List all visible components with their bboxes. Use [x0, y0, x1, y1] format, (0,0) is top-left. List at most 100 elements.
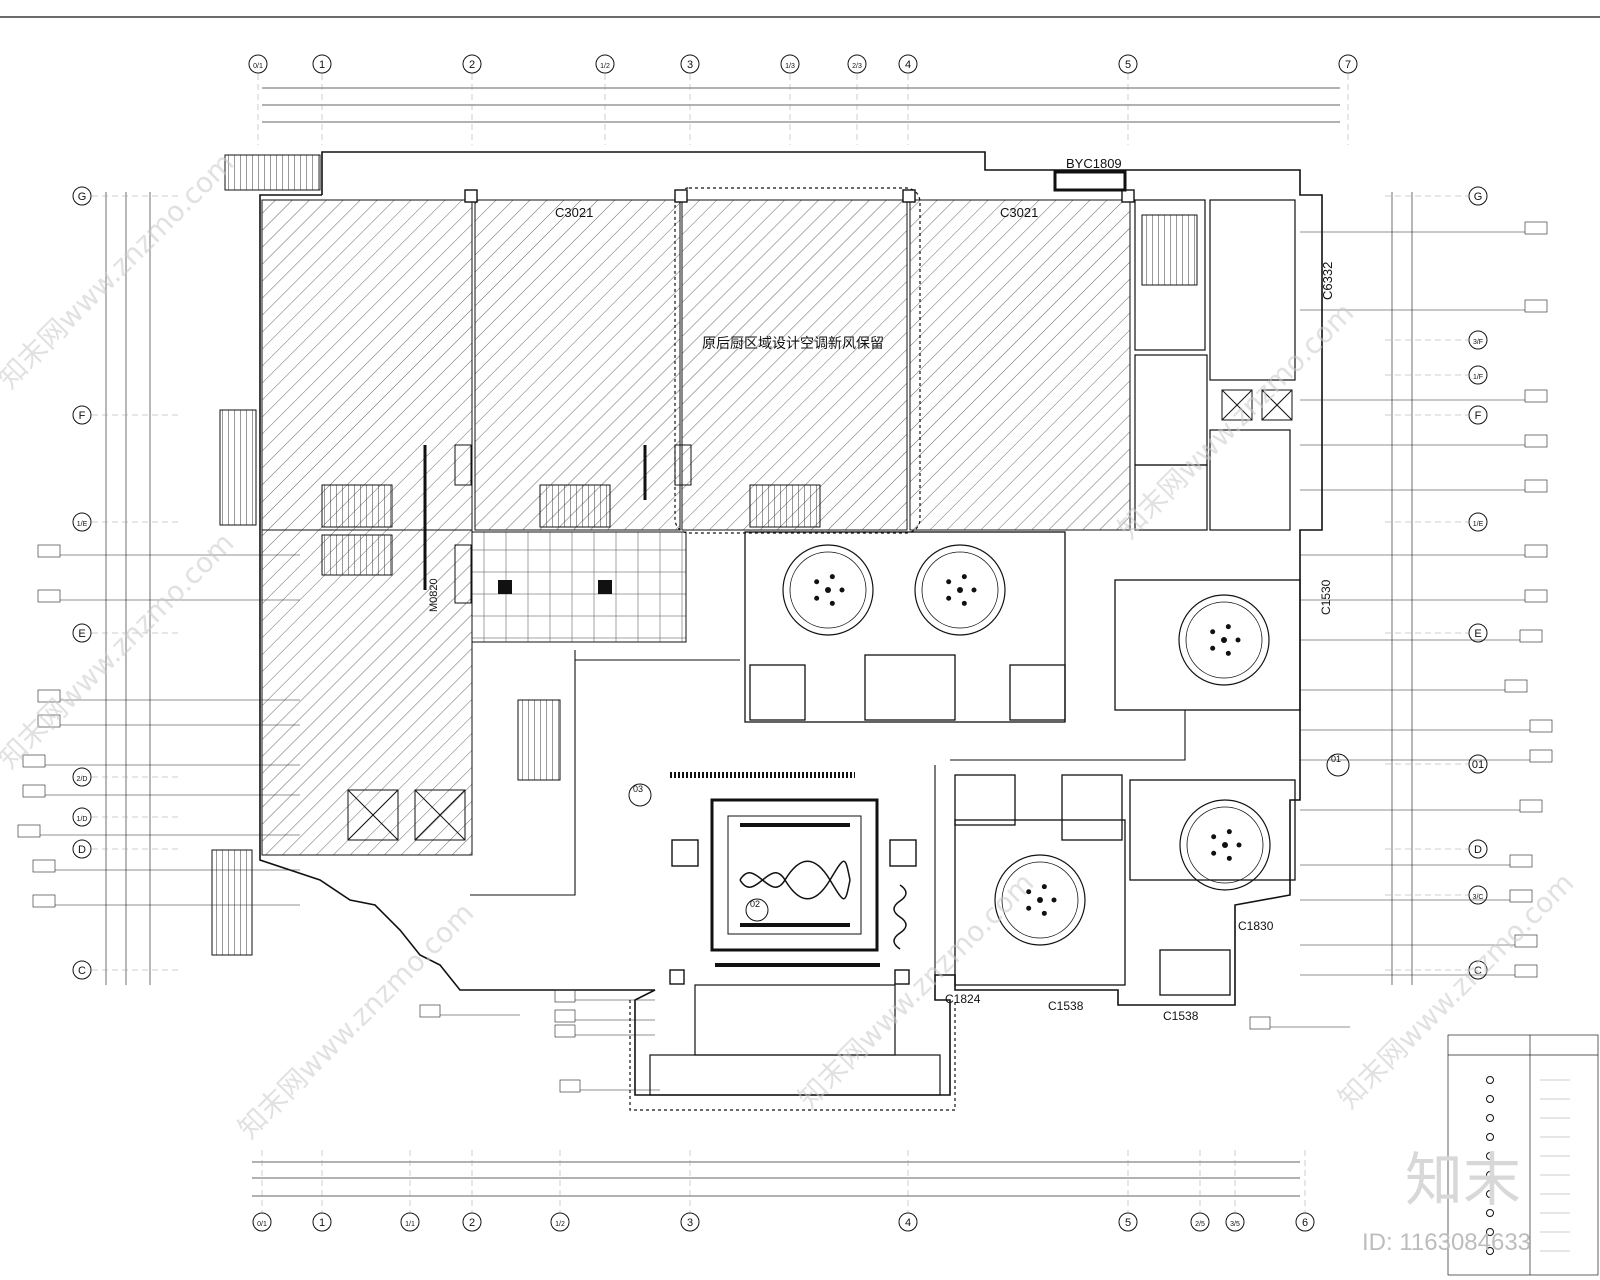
legend-symbol-9: [1486, 1247, 1494, 1255]
legend-symbol-4: [1486, 1152, 1494, 1160]
round-table-1: [914, 544, 1006, 636]
grid-bubble-left-1: F: [72, 405, 92, 425]
stair-kitchen: [749, 484, 821, 528]
spec-tag-mid-3: [419, 1004, 441, 1018]
grid-bubble-bottom-8-label: 2/5: [1195, 1221, 1205, 1228]
grid-bubble-top-1-label: 1: [319, 59, 325, 71]
section-callout-02: 02: [745, 898, 769, 922]
svg-text:03: 03: [633, 784, 643, 794]
hatched-zone-southwest: [261, 529, 473, 856]
grid-bubble-left-7-label: C: [78, 965, 86, 977]
corridors: [470, 650, 1186, 975]
grid-bubble-right-2-label: 1/F: [1473, 374, 1483, 381]
grid-bubble-top-8: 5: [1118, 54, 1138, 74]
grid-bubble-right-1: 3/F: [1468, 330, 1488, 350]
spec-tag-mid-1: [554, 1009, 576, 1023]
spec-tag-left-0: [37, 544, 61, 558]
central-feature: [670, 772, 907, 967]
grid-bubble-right-5: E: [1468, 623, 1488, 643]
grid-bubble-left-4: 2/D: [72, 767, 92, 787]
grid-bubble-right-9-label: C: [1474, 965, 1482, 977]
grid-bubble-bottom-2-label: 1/1: [405, 1221, 415, 1228]
section-callout-03: 03: [628, 783, 652, 807]
hatched-zone-east: [909, 199, 1131, 531]
grid-bubble-top-2: 2: [462, 54, 482, 74]
grid-bubble-bottom-7-label: 5: [1125, 1217, 1131, 1229]
spec-tag-left-2: [37, 689, 61, 703]
spec-tag-left-8: [32, 894, 56, 908]
grid-bubble-bottom-3-label: 2: [469, 1217, 475, 1229]
grid-bubble-top-6-label: 2/3: [852, 63, 862, 70]
elevators: [347, 389, 1293, 841]
grid-bubble-right-7-label: D: [1474, 844, 1482, 856]
stair-west-2: [321, 534, 393, 576]
spec-tag-right-6: [1524, 589, 1548, 603]
grid-bubble-left-4-label: 2/D: [77, 776, 88, 783]
grid-bubble-right-3-label: F: [1475, 410, 1482, 422]
stair-west: [321, 484, 393, 528]
grid-bubble-top-2-label: 2: [469, 59, 475, 71]
grid-bubble-top-6: 2/3: [847, 54, 867, 74]
grid-bubbles-left: G F 1/E E 2/D 1/D D C: [72, 186, 92, 980]
bottom-dimensions: [252, 1161, 1300, 1197]
grid-bubbles-top: 0/1 1 2 1/2 3 1/3 2/3 4 5 7: [248, 54, 1358, 74]
grid-bubble-bottom-1: 1: [312, 1212, 332, 1232]
hatched-zone-west-1: [261, 199, 473, 531]
grid-bubble-top-7: 4: [898, 54, 918, 74]
stair-east: [1141, 214, 1198, 286]
spec-tag-right-10: [1529, 749, 1553, 763]
grid-bubble-left-2: 1/E: [72, 512, 92, 532]
spec-tag-right-1: [1524, 299, 1548, 313]
watermark-site-3: 知末网www.znzmo.com: [232, 896, 481, 1145]
spec-tag-left-5: [22, 784, 46, 798]
grid-bubble-top-9-label: 7: [1345, 59, 1351, 71]
grid-bubble-top-4: 3: [680, 54, 700, 74]
grid-bubble-left-2-label: 1/E: [77, 521, 88, 528]
grid-bubble-right-5-label: E: [1474, 628, 1481, 640]
grid-bubble-left-0-label: G: [78, 191, 87, 203]
watermark-site-4: 知末网www.znzmo.com: [1112, 296, 1361, 545]
window-label-c1824: C1824: [945, 992, 981, 1006]
legend-symbol-3: [1486, 1133, 1494, 1141]
spec-tag-left-4: [22, 754, 46, 768]
window-label-c1538-b: C1538: [1163, 1009, 1199, 1023]
grid-bubble-bottom-0: 0/1: [252, 1212, 272, 1232]
round-tables: [782, 544, 1271, 946]
section-callout-01: 01: [1326, 753, 1350, 777]
grid-bubble-bottom-4-label: 1/2: [555, 1221, 565, 1228]
watermark-id: ID: 1163084633: [1362, 1229, 1531, 1256]
south-entrance: [629, 984, 956, 1111]
grid-bubble-bottom-9: 3/5: [1225, 1212, 1245, 1232]
left-dimensions: [105, 192, 151, 985]
hatched-zone-kitchen: [681, 199, 908, 531]
legend-table: [1447, 1034, 1599, 1276]
grid-bubble-top-9: 7: [1338, 54, 1358, 74]
annotation-leaders: [17, 221, 1553, 1093]
svg-text:01: 01: [1331, 754, 1341, 764]
grid-bubble-top-5: 1/3: [780, 54, 800, 74]
watermark-brand: 知末: [1405, 1146, 1521, 1214]
grid-bubble-bottom-9-label: 3/5: [1230, 1221, 1240, 1228]
private-dining-rooms: [744, 531, 1301, 996]
grid-bubble-left-6: D: [72, 839, 92, 859]
grid-bubble-right-6: 01: [1468, 754, 1488, 774]
spec-tag-left-3: [37, 714, 61, 728]
grid-bubble-top-3-label: 1/2: [600, 63, 610, 70]
grid-bubble-top-7-label: 4: [905, 59, 911, 71]
legend-symbol-5: [1486, 1171, 1494, 1179]
grid-bubble-bottom-6-label: 4: [905, 1217, 911, 1229]
grid-bubble-right-9: C: [1468, 960, 1488, 980]
grid-bubble-left-7: C: [72, 960, 92, 980]
grid-bubble-top-5-label: 1/3: [785, 63, 795, 70]
grid-bubble-right-4-label: 1/E: [1473, 521, 1484, 528]
east-service-rooms: [1134, 199, 1296, 531]
grid-bubble-left-3-label: E: [78, 628, 85, 640]
grid-bubble-left-5-label: 1/D: [77, 816, 88, 823]
grid-bubble-top-0-label: 0/1: [253, 63, 263, 70]
grid-bubble-right-8: 3/C: [1468, 885, 1488, 905]
grid-bubble-bottom-10: 6: [1295, 1212, 1315, 1232]
spec-tag-right-2: [1524, 389, 1548, 403]
